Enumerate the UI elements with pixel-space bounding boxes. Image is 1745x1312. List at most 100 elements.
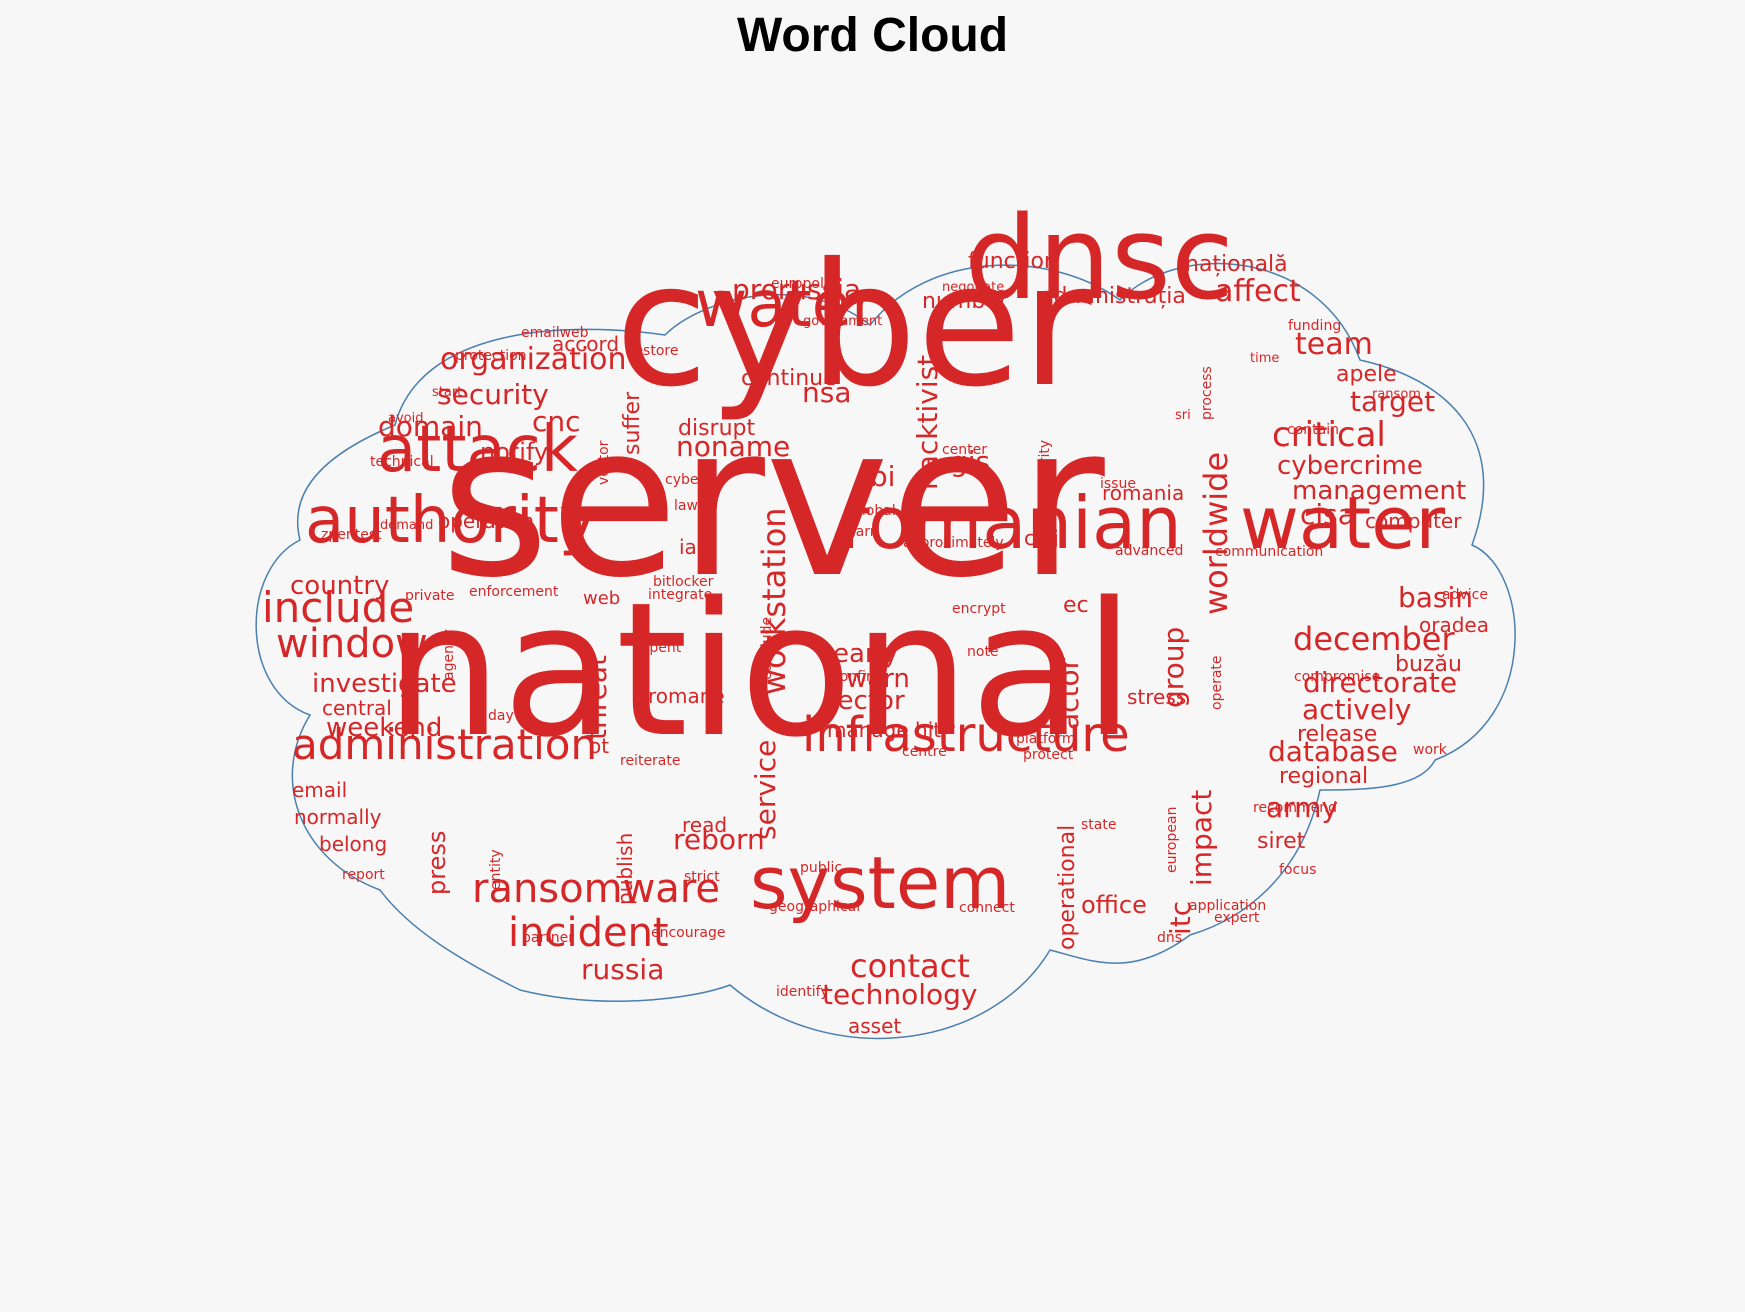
word-release: release (1297, 722, 1378, 748)
word-operational: operational (1055, 824, 1080, 950)
word-expert: expert (1214, 910, 1260, 927)
word-weekend: weekend (326, 712, 443, 743)
word-itc: itc (1164, 900, 1197, 935)
word-function: function (968, 249, 1058, 275)
word-application: application (1189, 898, 1267, 915)
word-enforcement: enforcement (469, 584, 559, 601)
word-conclude: conclude (759, 616, 775, 680)
word-window: window (276, 621, 428, 667)
word-press: press (423, 830, 451, 895)
word-nsa: nsa (802, 376, 852, 410)
word-cnc: cnc (532, 405, 581, 439)
word-cyberint: cyberint (665, 472, 723, 489)
word-warn: warn (846, 663, 910, 694)
word-avoid: avoid (388, 410, 424, 426)
word-number: number (922, 289, 1008, 315)
word-threat: threat (580, 655, 613, 740)
word-manage-hit: manage hit (827, 718, 942, 742)
word-process: process (1199, 366, 1215, 420)
word-impact: impact (1185, 789, 1218, 886)
word-cybersecurity: cybersecurity (1037, 439, 1053, 535)
word-prorussia: prorussia (732, 273, 862, 307)
word-administration: administration (292, 720, 598, 770)
word-start: start (432, 384, 463, 400)
word-approximately: approximately (903, 535, 1004, 552)
word-platform: platform (1016, 731, 1076, 748)
word-team: team (1295, 326, 1373, 362)
word-connect: connect (959, 900, 1015, 917)
word-geographical: geographical (769, 899, 861, 916)
word-incident: incident (508, 910, 669, 956)
word-contact: contact (850, 946, 970, 985)
word-actor: actor (1052, 657, 1085, 730)
word-operate: operate (1209, 655, 1225, 710)
word-army: army (1266, 791, 1339, 825)
word-organization: organization (440, 341, 627, 377)
word-target: target (1350, 385, 1436, 419)
word-european: european (1164, 806, 1180, 873)
word-hacktivist: hacktivist (911, 354, 944, 490)
word-integrate: integrate (648, 587, 713, 604)
word-attack: attack (377, 412, 578, 487)
word-na-ional-: națională (1185, 252, 1288, 278)
word-confirm: confirm (832, 669, 886, 686)
word-protect: protect (1023, 747, 1074, 764)
word-accord: accord (552, 332, 620, 356)
word-asset: asset (848, 1014, 902, 1038)
word-government: government (803, 313, 883, 329)
word-romanian: romanian (840, 480, 1182, 565)
word-encrypt: encrypt (952, 601, 1006, 618)
word-gis: gis (950, 445, 991, 479)
word-sri: sri (1175, 407, 1191, 423)
word-ia-i: iași (679, 535, 713, 559)
word-funding: funding (1288, 318, 1342, 335)
word-publish: publish (613, 832, 637, 905)
word-note: note (967, 644, 999, 661)
word-work: work (1413, 742, 1447, 759)
word-country: country (290, 570, 390, 601)
word-normally: normally (294, 805, 382, 829)
word-water: water (1240, 480, 1446, 565)
word-cluj-: cluj. (1024, 526, 1066, 550)
word-compromise: compromise (1294, 669, 1381, 686)
word-negotiate: negotiate (942, 279, 1005, 295)
word-web: web (583, 587, 621, 609)
word-ot: ot (589, 734, 610, 758)
word-center: center (942, 442, 988, 459)
word-operation: operation (438, 509, 535, 533)
word-disrupt: disrupt (678, 416, 756, 442)
word-sector: sector (824, 685, 905, 716)
word-demand: demand (380, 517, 434, 533)
word-zpent: zpent (642, 640, 682, 657)
chart-title: Word Cloud (736, 9, 1009, 62)
word-bitlocker: bitlocker (653, 574, 714, 591)
word-dnsc: dnsc (965, 192, 1235, 327)
word-siret: siret (1257, 829, 1306, 855)
word-state: state (1081, 817, 1117, 834)
word-cybercrime: cybercrime (1277, 450, 1423, 481)
word-system: system (750, 840, 1011, 925)
word-authority: authority (305, 483, 597, 558)
word-entity: entity (488, 849, 504, 890)
word-private: private (405, 588, 455, 605)
word-romane: romane (648, 684, 725, 708)
word-regional: regional (1279, 764, 1369, 790)
word-domain: domain (378, 410, 483, 444)
word-computer: computer (1365, 509, 1462, 533)
word-carr: carr (848, 524, 876, 541)
word-database: database (1268, 735, 1398, 769)
word-administra-ia: administrația (1040, 284, 1186, 310)
word-time: time (1250, 350, 1280, 366)
word-law: law (674, 498, 698, 515)
word-actively: actively (1302, 693, 1412, 727)
word-strict: strict (684, 869, 720, 886)
word-read: read (682, 813, 728, 837)
word-continue: continue (741, 366, 837, 392)
word-europol: europol (771, 276, 824, 293)
word-encourage: encourage (651, 925, 726, 942)
word-contain: contain (1287, 422, 1339, 439)
cloud-shape (255, 262, 1516, 1040)
word-advice: advice (1442, 587, 1488, 604)
word-ransom: ransom (1372, 386, 1421, 402)
word-service: service (749, 739, 782, 840)
